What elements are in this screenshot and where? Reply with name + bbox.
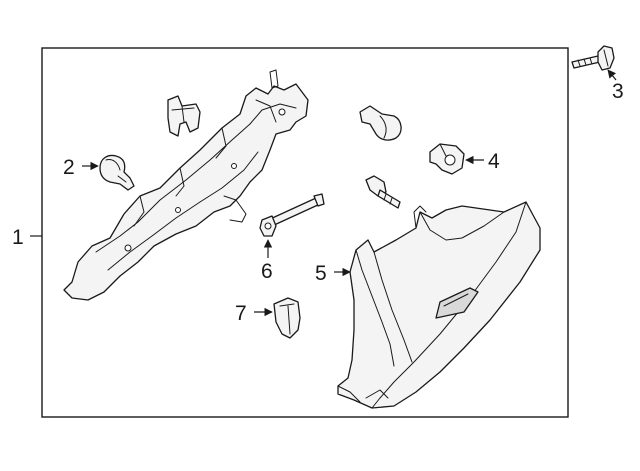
callout-6-label: 6 bbox=[261, 260, 273, 283]
bracket-clip bbox=[167, 95, 201, 137]
glove-box-bracket bbox=[63, 69, 309, 301]
center-bolt bbox=[365, 175, 401, 209]
callout-3-label: 3 bbox=[612, 80, 624, 103]
callout-1-label: 1 bbox=[12, 226, 24, 249]
callout-5-label: 5 bbox=[315, 262, 327, 285]
callout-4-label: 4 bbox=[488, 150, 500, 173]
callout-3-arrow bbox=[607, 69, 617, 81]
part-5-glove-box-door bbox=[337, 201, 541, 409]
glove-box-bumper bbox=[359, 105, 402, 141]
assembly-frame bbox=[41, 47, 569, 418]
part-3-screw bbox=[571, 45, 615, 71]
part-2-bumper-plug bbox=[99, 154, 135, 191]
part-6-damper-rod bbox=[259, 193, 325, 237]
callout-7-label: 7 bbox=[235, 302, 247, 325]
part-4-latch-striker bbox=[429, 143, 465, 175]
callout-2-label: 2 bbox=[63, 156, 75, 179]
part-7-retainer-clip bbox=[273, 297, 301, 339]
